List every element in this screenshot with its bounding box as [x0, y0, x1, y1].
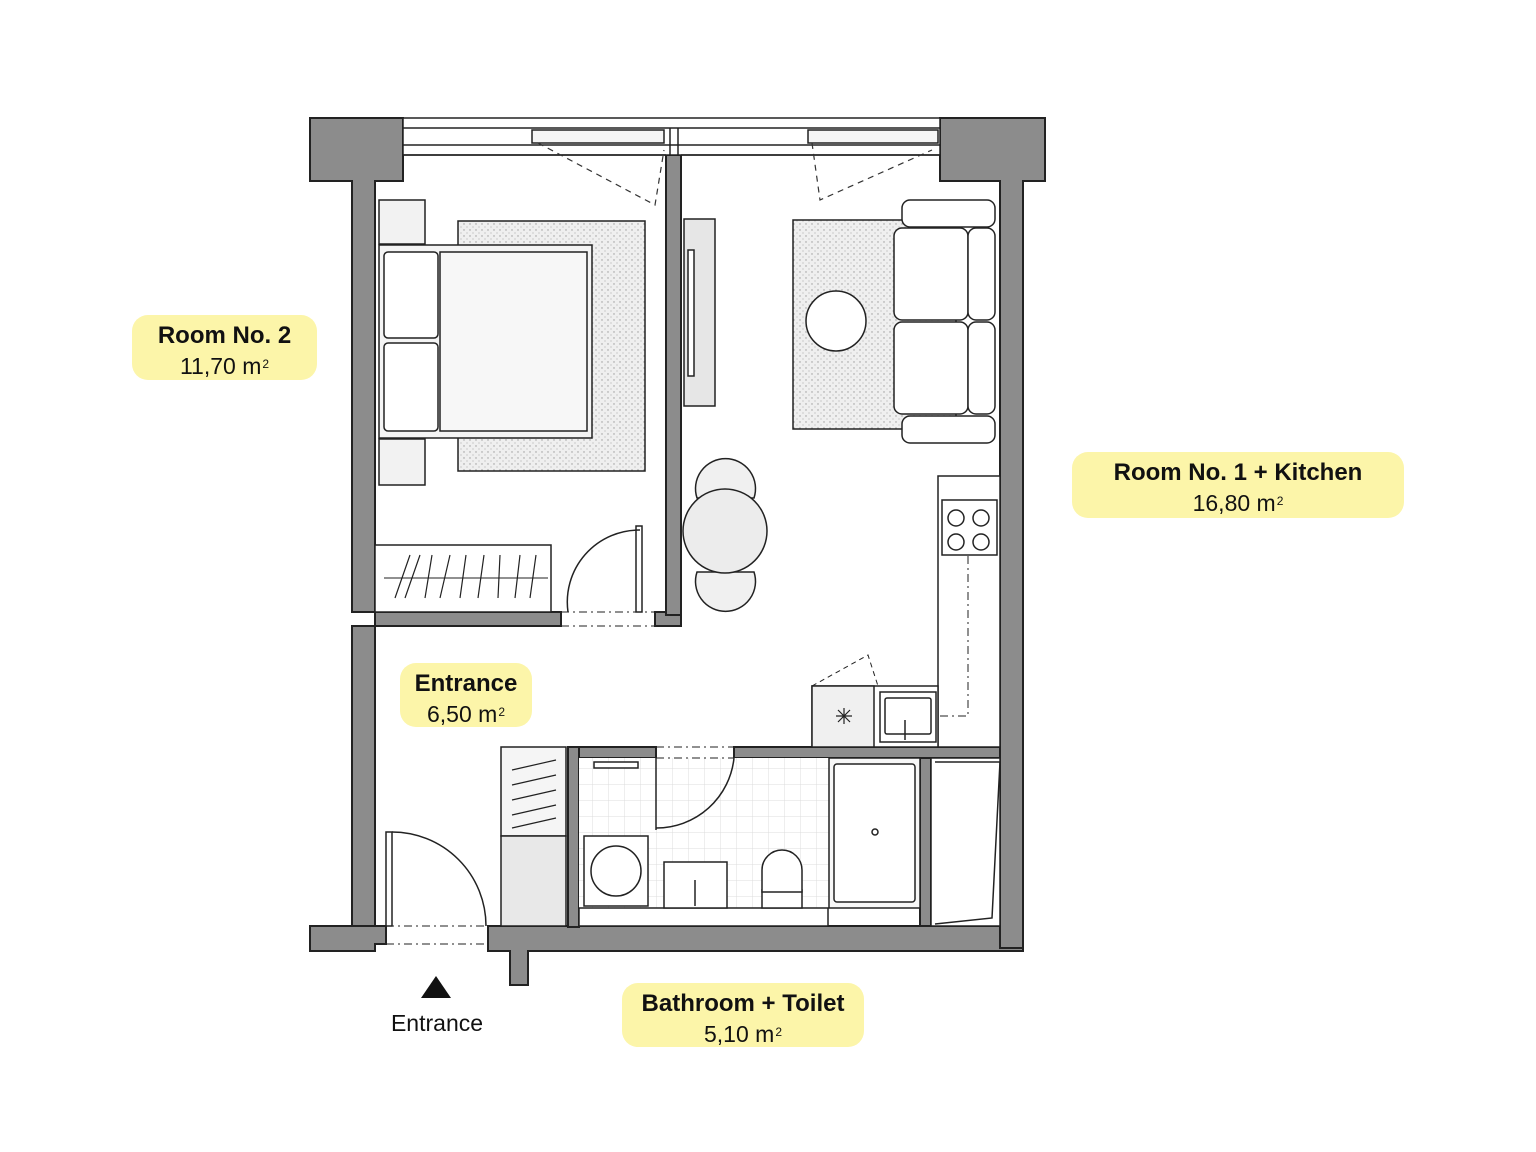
bath-right-closet — [930, 757, 1001, 927]
tv — [687, 249, 695, 377]
room2-name: Room No. 2 — [157, 322, 292, 349]
chair-bottom — [694, 571, 757, 613]
entrance-hangers — [511, 759, 557, 829]
washing-machine-drum — [590, 845, 642, 897]
pillow-top — [383, 251, 439, 339]
wardrobe-room2-top — [378, 199, 426, 245]
wall-bath-top-right — [733, 746, 1001, 759]
room1-area-unit: 2 — [1276, 494, 1284, 508]
room1-label: Room No. 1 + Kitchen 16,80 m2 — [1072, 452, 1404, 518]
room1-furniture — [682, 199, 996, 613]
door-bathroom — [655, 746, 735, 830]
windows — [402, 117, 941, 156]
burner-3 — [947, 533, 965, 551]
bath-counter — [578, 907, 829, 927]
door-entrance — [385, 831, 488, 945]
sofa-arm-top — [901, 199, 996, 228]
burner-2 — [972, 509, 990, 527]
counter-hidden-line — [938, 556, 969, 717]
room2-area: 11,70 m — [179, 353, 262, 379]
duvet — [439, 251, 588, 432]
pillow-bottom — [383, 342, 439, 432]
entrance-cabinet — [500, 835, 567, 927]
entrance-furniture — [500, 746, 567, 927]
entrance-area: 6,50 m — [426, 701, 498, 727]
sofa-seat-bottom — [893, 321, 969, 415]
burner-1 — [947, 509, 965, 527]
sofa-back-bottom — [967, 321, 996, 415]
window-right — [807, 129, 939, 144]
wall-bath-divider — [919, 757, 932, 927]
wall-bath-left — [567, 746, 580, 928]
sofa-arm-bottom — [901, 415, 996, 444]
room1-name: Room No. 1 + Kitchen — [1113, 459, 1363, 486]
towel-rail — [593, 761, 639, 769]
sofa-back-top — [967, 227, 996, 321]
chair-top — [694, 457, 757, 499]
window-swings — [537, 142, 933, 206]
wall-bath-top-left — [567, 746, 657, 759]
entrance-name: Entrance — [414, 670, 518, 697]
room2-furniture — [374, 199, 646, 613]
bathroom-area-unit: 2 — [775, 1025, 782, 1039]
wall-room2-bottom-left — [374, 611, 562, 627]
room2-area-unit: 2 — [262, 357, 270, 371]
nightstand — [378, 438, 426, 486]
bathroom — [578, 757, 1001, 927]
coffee-table — [805, 290, 867, 352]
bathroom-area: 5,10 m — [703, 1021, 775, 1047]
walls — [309, 117, 1046, 986]
entrance-caption: Entrance — [390, 1010, 484, 1036]
wall-bottom-right — [487, 925, 1024, 986]
door-room2 — [561, 525, 655, 627]
room1-area: 16,80 m — [1192, 490, 1276, 516]
shower-drain — [871, 828, 879, 836]
room2-label: Room No. 2 11,70 m2 — [132, 315, 317, 380]
entrance-arrow-icon — [421, 976, 451, 998]
wall-partition-room2 — [665, 154, 682, 616]
bathroom-label: Bathroom + Toilet 5,10 m2 — [622, 983, 864, 1047]
entrance-area-unit: 2 — [498, 705, 505, 719]
fridge-vent-icon — [836, 708, 852, 724]
entrance-wardrobe — [500, 746, 567, 837]
fridge-door-swing — [811, 654, 879, 687]
wall-bottom-left — [309, 925, 387, 952]
toilet-bowl — [761, 849, 803, 893]
window-left — [531, 129, 665, 144]
hangers-room2 — [394, 554, 537, 599]
entrance-label: Entrance 6,50 m2 — [400, 663, 532, 727]
kitchen — [811, 475, 1001, 748]
dining-table — [682, 488, 768, 574]
sofa-seat-top — [893, 227, 969, 321]
bathroom-name: Bathroom + Toilet — [641, 990, 845, 1017]
wall-left-lower — [351, 625, 376, 927]
burner-4 — [972, 533, 990, 551]
